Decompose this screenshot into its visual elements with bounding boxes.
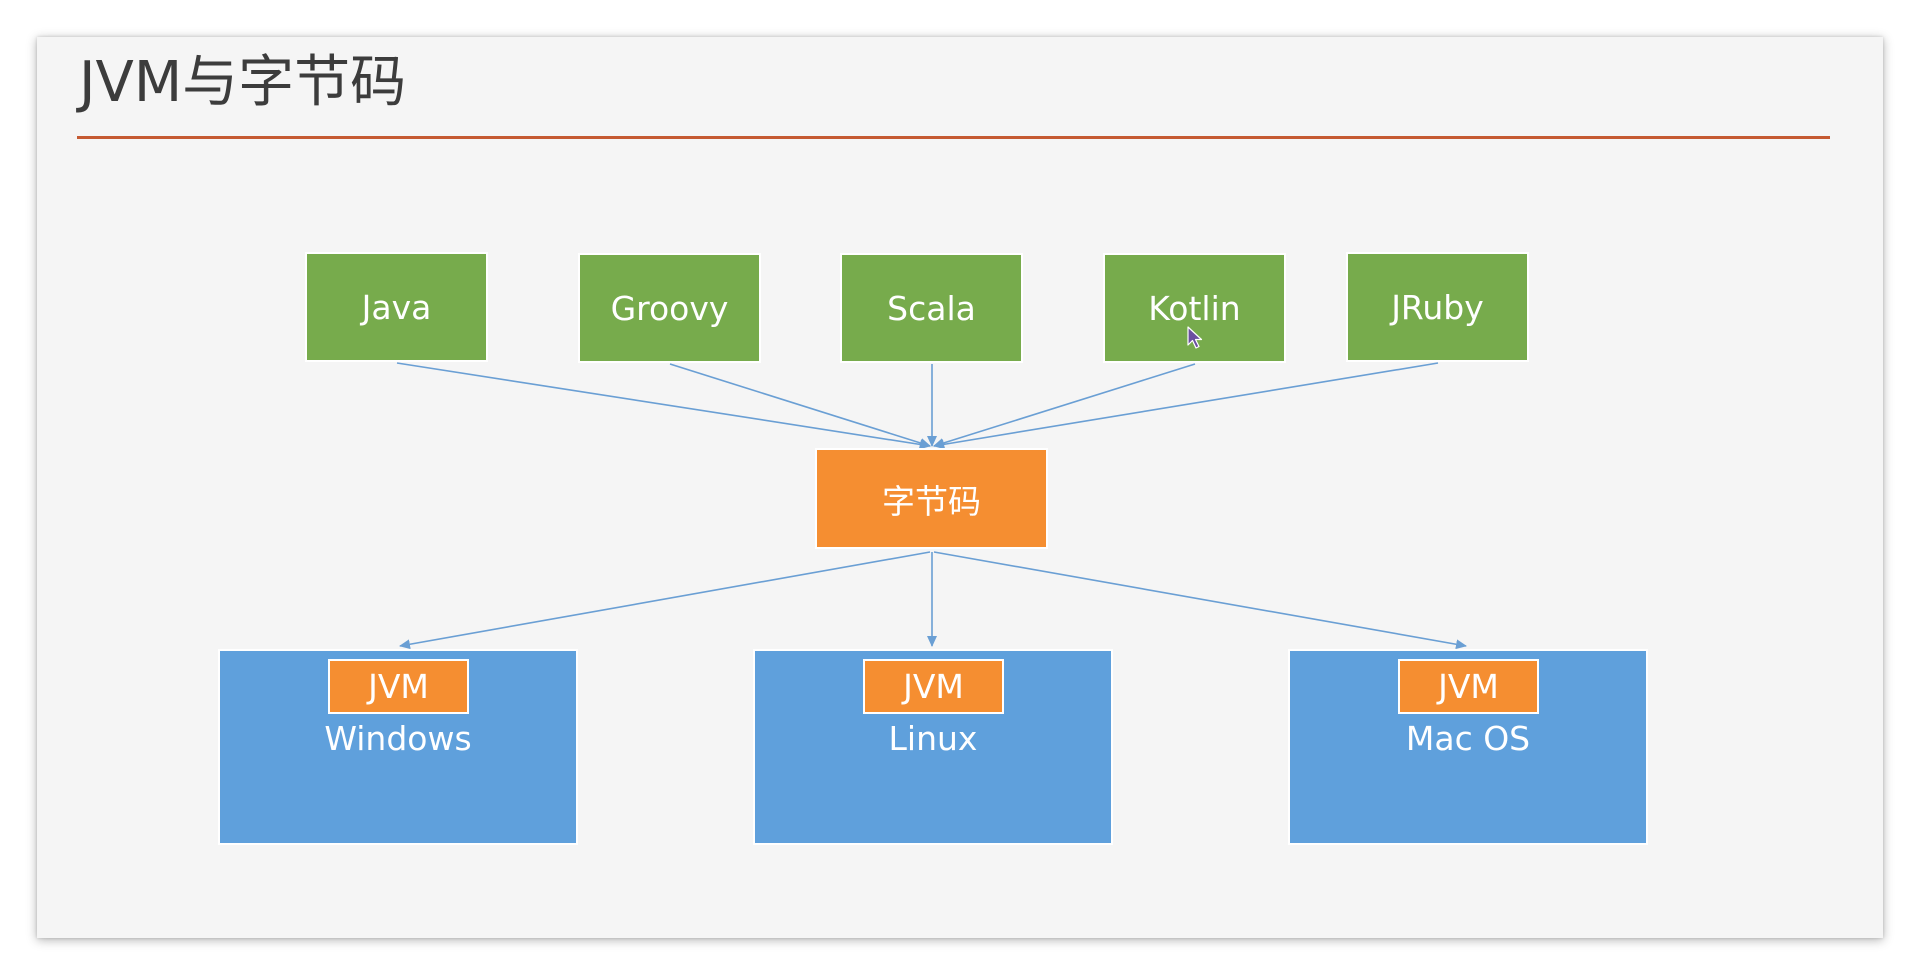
jvm-label: JVM <box>1438 667 1499 706</box>
jvm-box: JVM <box>1398 659 1539 714</box>
title-rule <box>77 136 1830 139</box>
arrow-bytecode-to-macos <box>933 551 1467 650</box>
mouse-pointer-icon <box>1187 326 1203 349</box>
arrow-kotlin-to-bytecode <box>933 363 1196 448</box>
jvm-box: JVM <box>328 659 469 714</box>
language-box-java: Java <box>305 252 488 362</box>
jvm-label: JVM <box>903 667 964 706</box>
arrow-bytecode-to-windows <box>399 551 931 650</box>
arrow-java-to-bytecode <box>396 362 931 450</box>
language-label: Scala <box>887 288 976 328</box>
arrow-jruby-to-bytecode <box>933 362 1439 450</box>
language-label: Groovy <box>610 288 729 328</box>
platform-box-windows: JVM Windows <box>218 649 578 845</box>
slide-title: JVM与字节码 <box>79 50 407 115</box>
language-label: JRuby <box>1391 287 1484 327</box>
language-box-jruby: JRuby <box>1346 252 1529 362</box>
jvm-label: JVM <box>368 667 429 706</box>
bytecode-box: 字节码 <box>815 448 1048 549</box>
os-label: Mac OS <box>1405 719 1531 758</box>
diagram-connectors <box>396 362 1467 650</box>
arrow-groovy-to-bytecode <box>669 363 931 448</box>
platform-box-linux: JVM Linux <box>753 649 1113 845</box>
os-label: Windows <box>324 719 472 758</box>
language-box-groovy: Groovy <box>578 253 761 363</box>
platform-box-macos: JVM Mac OS <box>1288 649 1648 845</box>
slide: JVM与字节码 Java Groovy Sc <box>37 37 1883 938</box>
os-label: Linux <box>888 719 978 758</box>
jvm-box: JVM <box>863 659 1004 714</box>
language-box-scala: Scala <box>840 253 1023 363</box>
language-label: Kotlin <box>1148 288 1241 328</box>
bytecode-label: 字节码 <box>882 481 981 521</box>
language-label: Java <box>361 287 432 327</box>
